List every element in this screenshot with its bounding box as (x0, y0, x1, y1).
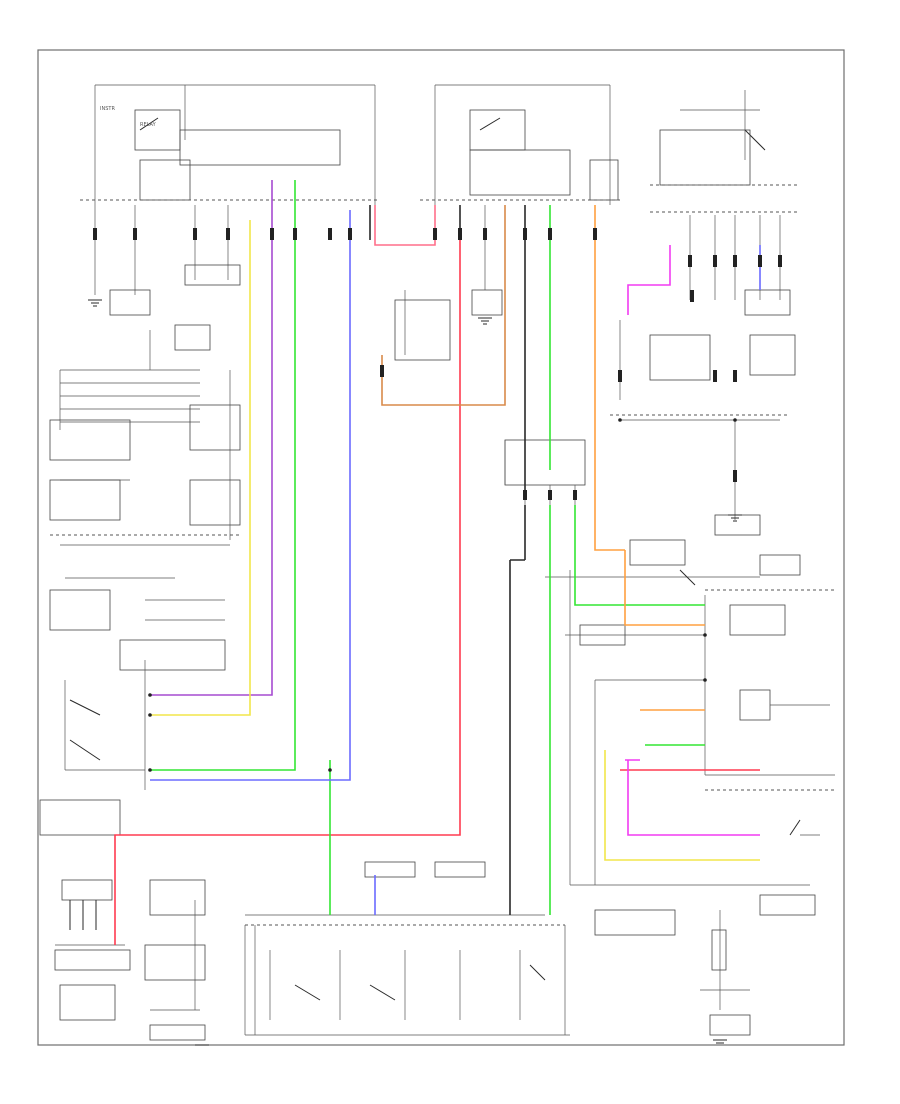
left-bottom-block (54, 879, 206, 1041)
wire-black-main (509, 205, 526, 915)
wire-yellow-left (150, 220, 251, 716)
diagram-frame (37, 49, 845, 1046)
wire-green-right (574, 505, 705, 606)
wire-black-top (369, 205, 461, 240)
left-switch-block (39, 289, 241, 836)
bottom-switch-pack (244, 861, 676, 1036)
connector-ticks (93, 228, 782, 500)
wire-orange-right (594, 205, 705, 626)
wire-pink-loop (374, 205, 436, 246)
wire-orange-loop (381, 205, 506, 406)
wire-green-left (150, 180, 296, 771)
top-center-block (394, 84, 620, 361)
wire-blue-left (150, 210, 351, 781)
wire-yellow-right (604, 750, 760, 861)
ground-symbols (88, 299, 742, 1046)
wire-red-main (114, 240, 461, 945)
small-labels (60, 91, 65, 97)
wire-magenta-right (625, 759, 760, 836)
top-left-fuse-block: INSTR RELAY (80, 84, 380, 295)
wire-purple (150, 180, 273, 696)
junction-dots (148, 418, 737, 772)
right-lamp-module (545, 539, 835, 1036)
wire-magenta-top (627, 245, 671, 315)
top-right-block (610, 90, 800, 536)
svg-text:INSTR: INSTR (100, 106, 115, 112)
svg-text:RELAY: RELAY (140, 122, 157, 128)
